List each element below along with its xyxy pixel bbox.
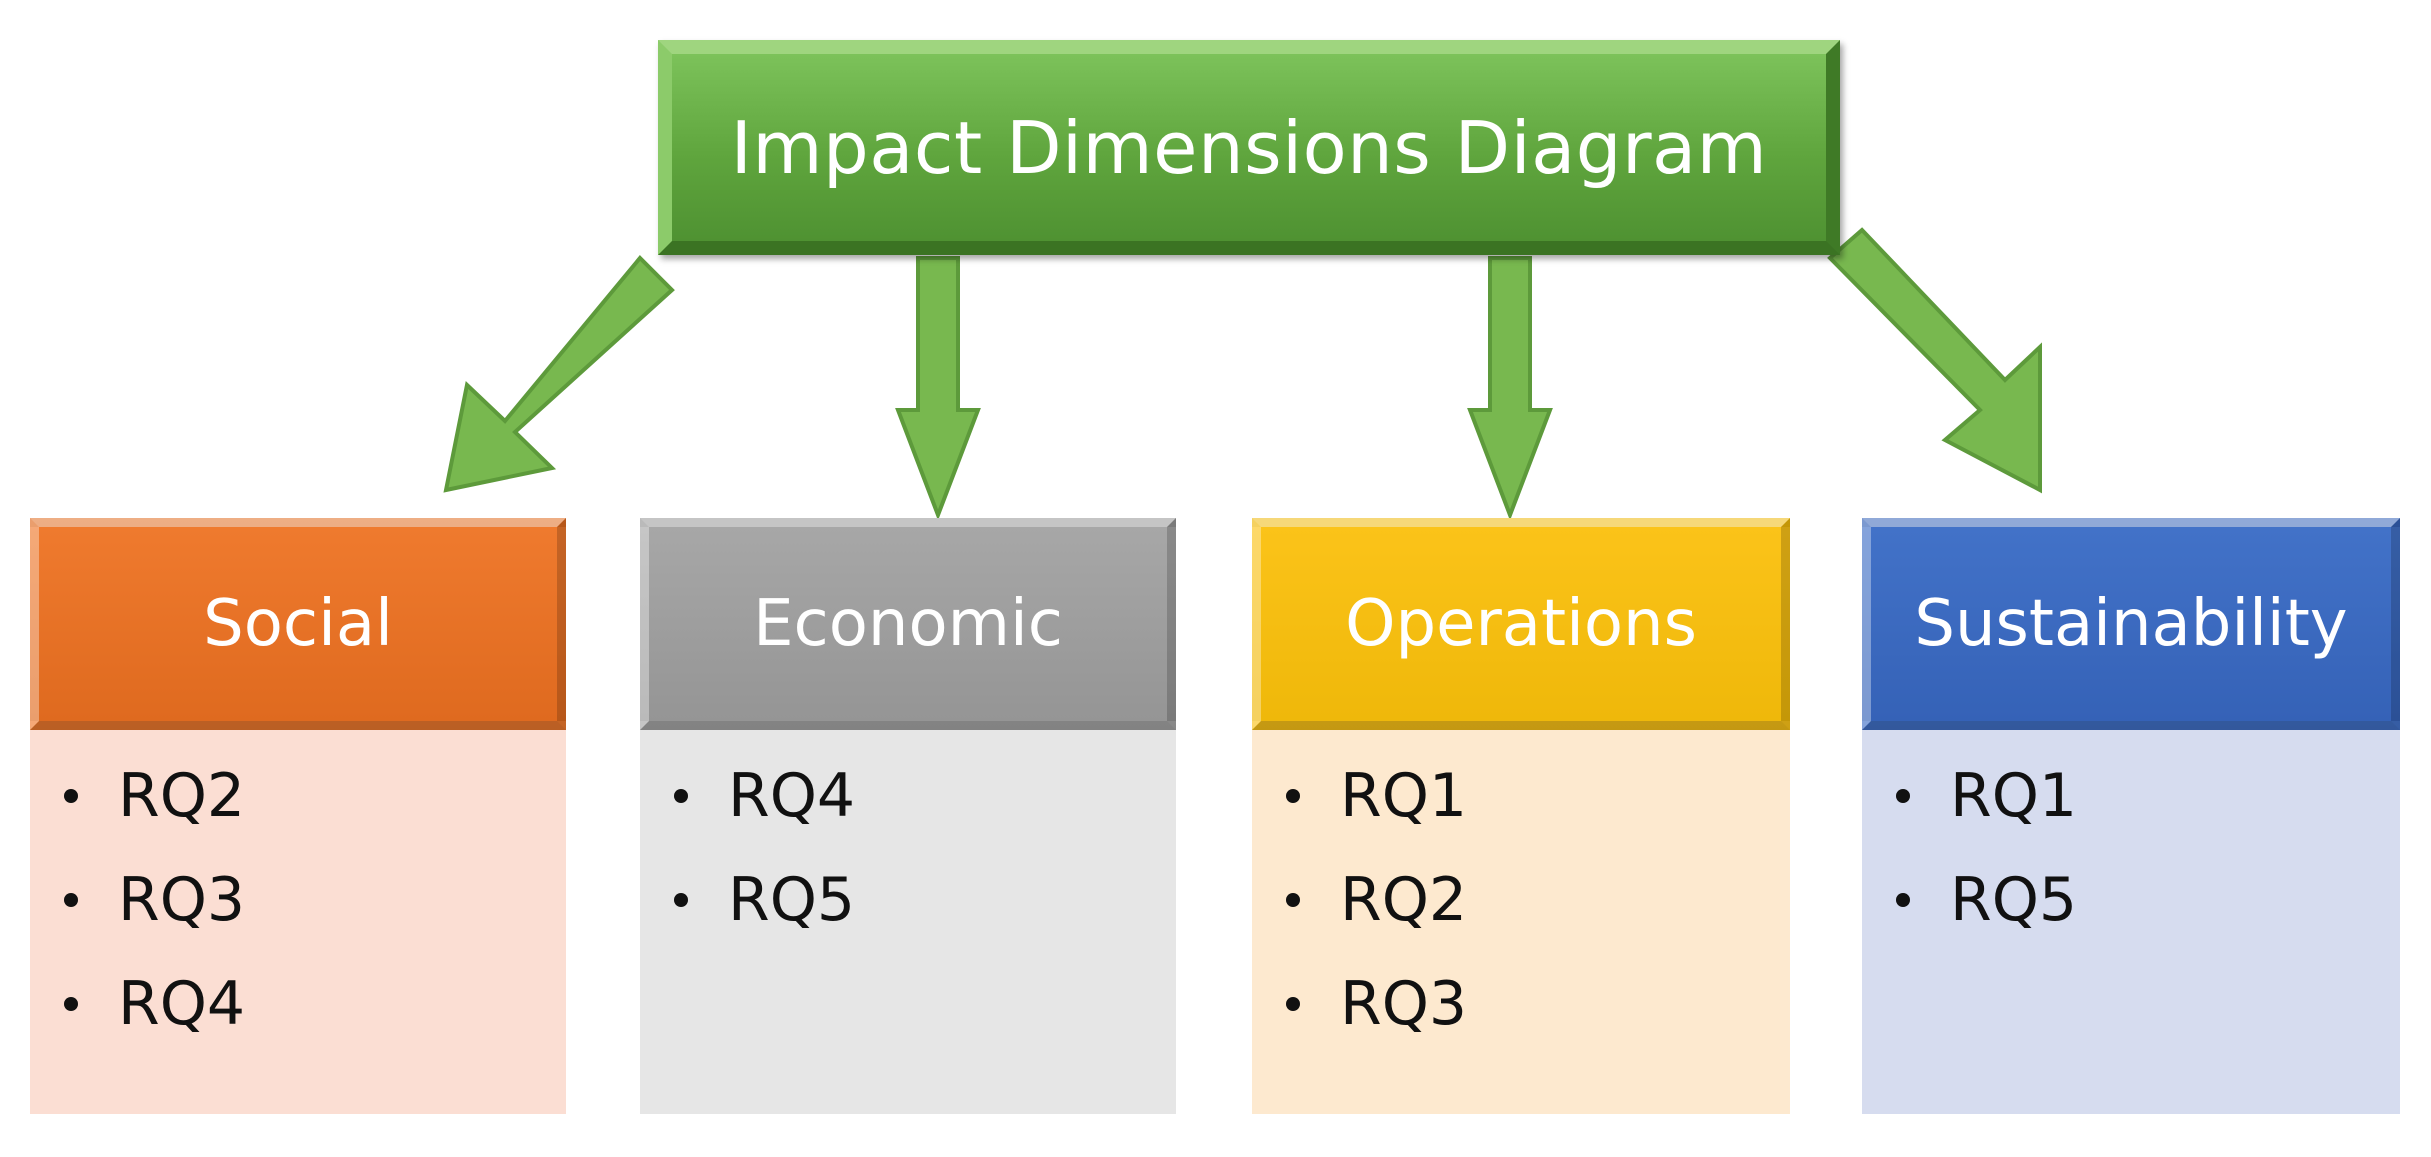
rq-label: RQ3 <box>1340 969 1468 1039</box>
bullet-icon <box>674 893 688 907</box>
rq-label: RQ2 <box>118 761 246 831</box>
rq-list-item: RQ1 <box>1286 744 1790 848</box>
category-body: RQ4 RQ5 <box>640 730 1176 1114</box>
rq-label: RQ4 <box>728 761 856 831</box>
bullet-icon <box>674 789 688 803</box>
category-card-operations: Operations RQ1 RQ2 RQ3 <box>1252 518 1790 1114</box>
diagram-title-box: Impact Dimensions Diagram <box>658 40 1840 255</box>
bullet-icon <box>1896 789 1910 803</box>
rq-list-item: RQ2 <box>1286 848 1790 952</box>
rq-list: RQ1 RQ5 <box>1896 744 2400 952</box>
category-header: Social <box>30 518 566 730</box>
bullet-icon <box>64 893 78 907</box>
bullet-icon <box>64 997 78 1011</box>
rq-label: RQ1 <box>1340 761 1468 831</box>
rq-list-item: RQ5 <box>1896 848 2400 952</box>
rq-list-item: RQ3 <box>1286 952 1790 1056</box>
rq-list-item: RQ5 <box>674 848 1176 952</box>
category-header: Economic <box>640 518 1176 730</box>
bullet-icon <box>1286 789 1300 803</box>
category-header: Sustainability <box>1862 518 2400 730</box>
bullet-icon <box>1896 893 1910 907</box>
bullet-icon <box>1286 893 1300 907</box>
category-card-sustainability: Sustainability RQ1 RQ5 <box>1862 518 2400 1114</box>
arrow-to-economic <box>895 256 981 521</box>
rq-list-item: RQ1 <box>1896 744 2400 848</box>
bullet-icon <box>1286 997 1300 1011</box>
rq-list: RQ1 RQ2 RQ3 <box>1286 744 1790 1056</box>
rq-label: RQ4 <box>118 969 246 1039</box>
category-body: RQ1 RQ5 <box>1862 730 2400 1114</box>
category-card-social: Social RQ2 RQ3 RQ4 <box>30 518 566 1114</box>
rq-label: RQ1 <box>1950 761 2078 831</box>
rq-list-item: RQ4 <box>64 952 566 1056</box>
category-body: RQ2 RQ3 RQ4 <box>30 730 566 1114</box>
rq-label: RQ3 <box>118 865 246 935</box>
rq-list-item: RQ4 <box>674 744 1176 848</box>
arrow-to-social <box>443 255 675 493</box>
bullet-icon <box>64 789 78 803</box>
diagram-title: Impact Dimensions Diagram <box>730 105 1768 190</box>
category-title: Economic <box>753 587 1063 661</box>
arrow-to-operations <box>1467 256 1553 521</box>
rq-label: RQ5 <box>728 865 856 935</box>
rq-label: RQ2 <box>1340 865 1468 935</box>
category-header: Operations <box>1252 518 1790 730</box>
category-title: Sustainability <box>1914 587 2348 661</box>
rq-list: RQ2 RQ3 RQ4 <box>64 744 566 1056</box>
rq-list-item: RQ3 <box>64 848 566 952</box>
category-body: RQ1 RQ2 RQ3 <box>1252 730 1790 1114</box>
rq-label: RQ5 <box>1950 865 2078 935</box>
arrow-to-sustainability <box>1827 227 2042 494</box>
category-title: Operations <box>1345 587 1697 661</box>
category-title: Social <box>203 587 393 661</box>
rq-list-item: RQ2 <box>64 744 566 848</box>
rq-list: RQ4 RQ5 <box>674 744 1176 952</box>
category-card-economic: Economic RQ4 RQ5 <box>640 518 1176 1114</box>
